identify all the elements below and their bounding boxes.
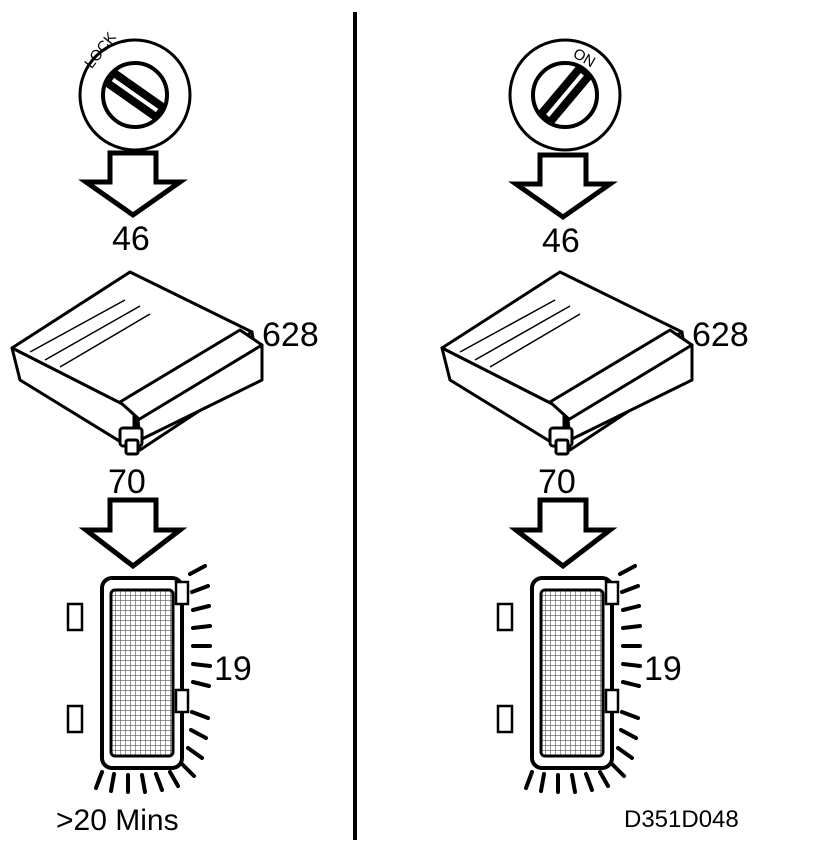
right-lamp-glow	[524, 564, 642, 794]
figure-code: D351D048	[624, 806, 739, 833]
right-arrow2-label: 70	[538, 463, 576, 501]
right-down-arrow-1	[508, 152, 618, 221]
left-down-arrow-2	[78, 497, 188, 570]
left-unit-label: 628	[262, 316, 319, 354]
left-arrow2-label: 70	[108, 463, 146, 501]
right-arrow1-label: 46	[542, 222, 580, 260]
right-control-unit	[440, 270, 694, 456]
right-unit-label: 628	[692, 316, 749, 354]
left-down-arrow-1	[78, 150, 188, 219]
left-arrow1-label: 46	[112, 220, 150, 258]
left-lamp-label: 19	[214, 650, 252, 688]
left-lamp-glow	[94, 564, 212, 794]
right-lamp-label: 19	[644, 650, 682, 688]
left-ignition-switch	[78, 38, 192, 152]
duration-label: >20 Mins	[56, 804, 179, 837]
right-lamp	[496, 576, 620, 770]
left-lamp	[66, 576, 190, 770]
right-ignition-switch	[508, 38, 622, 152]
right-down-arrow-2	[508, 497, 618, 570]
left-control-unit	[10, 270, 264, 456]
